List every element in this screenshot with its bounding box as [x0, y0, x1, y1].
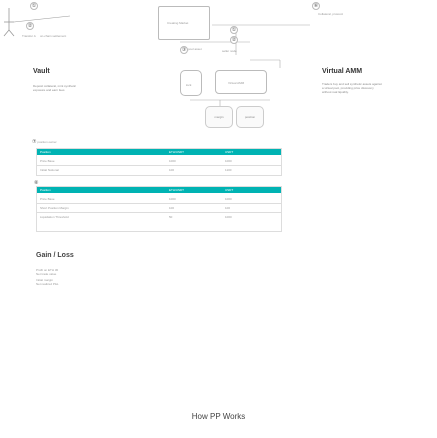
caption-a: Transfer A — [22, 34, 36, 38]
lock-box: lock — [180, 70, 202, 96]
gain-loss-heading: Gain / Loss — [36, 252, 74, 259]
table2-header: Position ETH/USDT USDT — [37, 187, 281, 193]
table1-header-label: position owner — [37, 140, 57, 144]
window-label: Creating Market — [167, 21, 189, 25]
virtual-amm-box-label: Virtual AMM — [228, 81, 245, 85]
virtual-amm-description: Traders buy and sell synthetic assets ag… — [322, 82, 382, 94]
position-icon-label: position — [244, 115, 256, 119]
center-step-3: ③ — [180, 46, 188, 54]
table1-cell-1-0: Initial Notional — [40, 168, 59, 172]
table2-col-2: USDT — [225, 188, 234, 192]
gain-loss-line-1: Net trade value — [36, 272, 57, 276]
step-marker-1: ① — [30, 2, 38, 10]
top-right-marker: ⑥ — [312, 2, 320, 10]
table1-marker: ⑦ — [32, 139, 37, 145]
table1-cell-0-0: Price Base — [40, 159, 55, 163]
table2: Position ETH/USDT USDT Price Base 1000 1… — [36, 186, 282, 232]
table2-cell-2-1: 50 — [169, 215, 173, 219]
table2-cell-1-2: 100 — [225, 206, 231, 210]
table2-row-2: Liquidation Threshold 50 1000 — [37, 213, 281, 221]
top-right-caption: Collateral, protocol — [318, 12, 344, 16]
creating-market-window: Creating Market — [158, 6, 210, 40]
table1-row-1: Initial Notional 100 1100 — [37, 166, 281, 174]
table1-cell-1-1: 100 — [169, 168, 175, 172]
center-step-2: ② — [230, 36, 238, 44]
virtual-amm-box: Virtual AMM — [215, 70, 267, 94]
pool-asset-label: pool asset — [188, 47, 202, 51]
seller-node-label: seller node — [222, 49, 237, 53]
table2-cell-0-2: 1000 — [225, 197, 232, 201]
caption-b: on-chain settlement — [40, 34, 67, 38]
table1-col-1: ETH/USDT — [169, 150, 184, 154]
gain-loss-line-2: Initial margin — [36, 278, 54, 282]
table1-col-2: USDT — [225, 150, 234, 154]
margin-icon: margin — [205, 106, 233, 128]
table2-marker: ⑧ — [34, 180, 39, 186]
table1-cell-1-2: 1100 — [225, 168, 232, 172]
center-step-1: ① — [230, 26, 238, 34]
table1-row-0: Price Base 1000 1000 — [37, 157, 281, 166]
gain-loss-line-3: Net realized P&L — [36, 282, 59, 286]
gain-loss-line-0: Profit on ETH 30 — [36, 268, 59, 272]
table2-row-1: Short Position Margin 100 100 — [37, 204, 281, 213]
vault-heading: Vault — [33, 68, 50, 75]
gain-loss-lines: Profit on ETH 30 Net trade value Initial… — [36, 268, 116, 286]
table2-cell-2-0: Liquidation Threshold — [40, 215, 69, 219]
table1-marker-label: ⑦ position owner — [32, 139, 57, 145]
table1-header: Position ETH/USDT USDT — [37, 149, 281, 155]
table2-col-1: ETH/USDT — [169, 188, 184, 192]
table1-col-0: Position — [40, 150, 51, 154]
table2-cell-1-0: Short Position Margin — [40, 206, 69, 210]
vault-connectors — [190, 59, 281, 110]
table2-cell-0-1: 1000 — [169, 197, 176, 201]
table1-cell-0-2: 1000 — [225, 159, 232, 163]
table2-cell-1-1: 100 — [169, 206, 175, 210]
step-marker-2: ② — [26, 22, 34, 30]
footer-title: How PP Works — [191, 412, 246, 421]
table1: Position ETH/USDT USDT Price Base 1000 1… — [36, 148, 282, 176]
table2-cell-2-2: 1000 — [225, 215, 232, 219]
table2-row-0: Price Base 1000 1000 — [37, 195, 281, 204]
position-icon: position — [236, 106, 264, 128]
top-left-diagram: ① ② Transfer A on-chain settlement — [0, 0, 90, 40]
virtual-amm-heading: Virtual AMM — [322, 68, 363, 75]
table1-cell-0-1: 1000 — [169, 159, 176, 163]
table2-cell-0-0: Price Base — [40, 197, 55, 201]
lock-box-label: lock — [186, 83, 192, 87]
vault-description: Deposit collateral, mint synthetic expos… — [33, 84, 77, 92]
margin-icon-label: margin — [214, 115, 224, 119]
table2-col-0: Position — [40, 188, 51, 192]
arrow-connector — [3, 8, 71, 37]
